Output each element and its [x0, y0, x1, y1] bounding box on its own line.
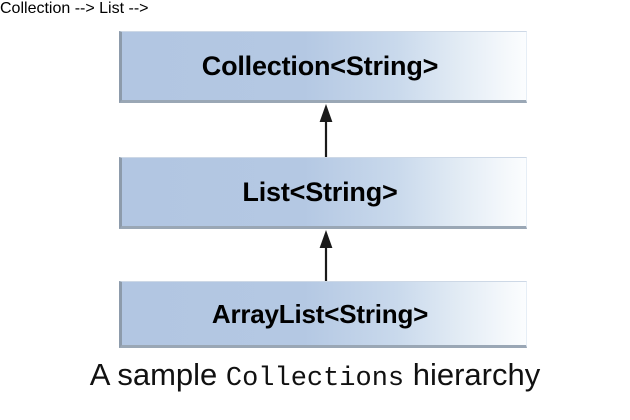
- generalization-arrow-arraylist-to-list: [316, 230, 336, 282]
- caption-suffix: hierarchy: [404, 357, 541, 392]
- class-box-list[interactable]: List<String>: [119, 157, 527, 229]
- class-box-label: Collection<String>: [201, 50, 439, 81]
- figure-caption: A sample Collections hierarchy: [0, 357, 630, 395]
- class-box-collection[interactable]: Collection<String>: [119, 31, 527, 103]
- class-box-label: List<String>: [242, 176, 398, 207]
- class-box-arraylist[interactable]: ArrayList<String>: [119, 281, 527, 348]
- class-box-label: ArrayList<String>: [211, 298, 429, 329]
- caption-code-term: Collections: [225, 364, 405, 394]
- caption-prefix: A sample: [89, 357, 226, 392]
- generalization-arrow-list-to-collection: [316, 104, 336, 158]
